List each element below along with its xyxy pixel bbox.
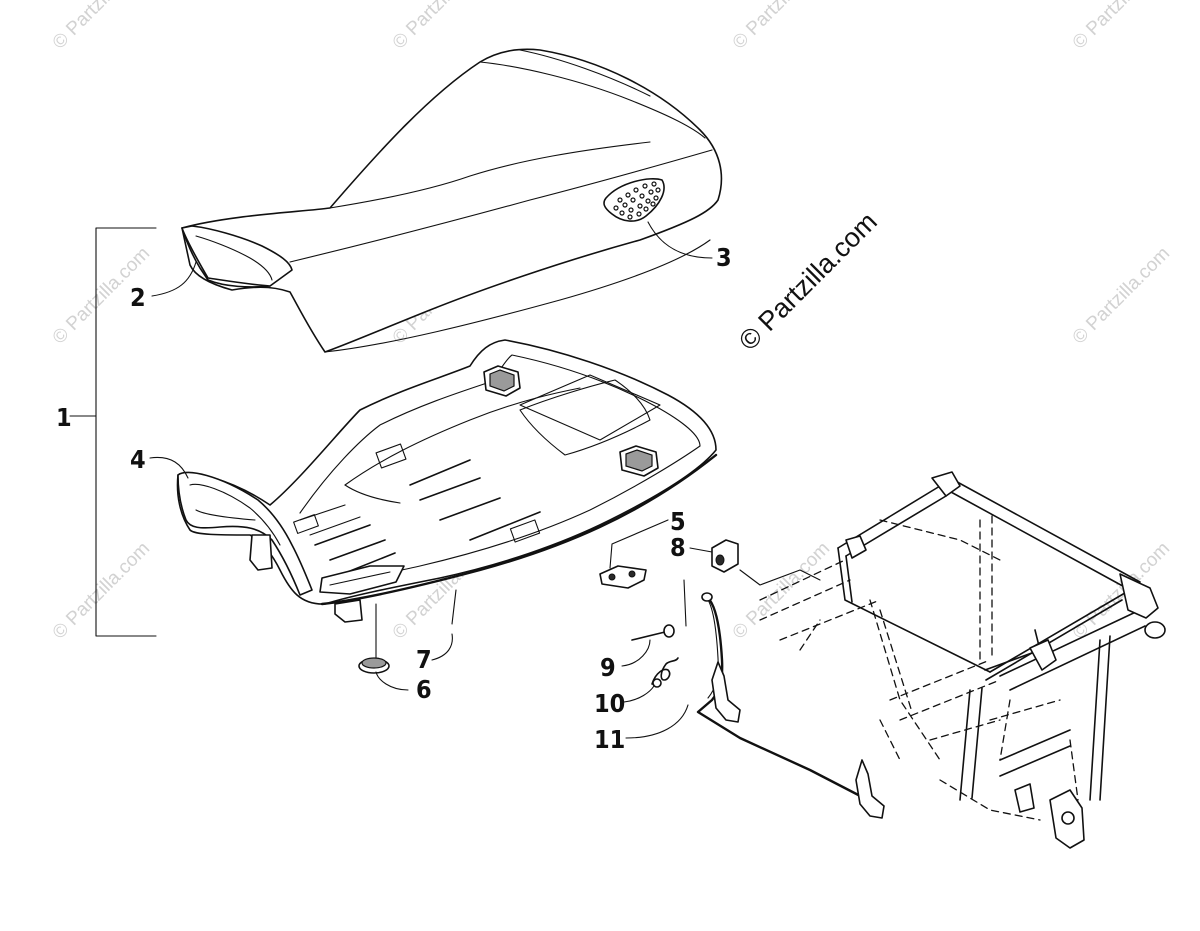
faint-watermark: © Partzilla.com	[1069, 243, 1174, 348]
latch-rod	[696, 592, 885, 819]
faint-watermark: © Partzilla.com	[729, 0, 834, 54]
grommet	[358, 657, 390, 674]
washer	[599, 565, 647, 589]
spring	[651, 657, 679, 688]
latch-receiver	[483, 365, 521, 397]
faint-watermark: © Partzilla.com	[729, 538, 834, 643]
callout-3: 3	[716, 243, 732, 272]
callout-11: 11	[594, 725, 625, 754]
leader-lines	[69, 221, 821, 739]
partzilla-watermark: © Partzilla.com	[733, 206, 883, 356]
callout-2: 2	[130, 283, 146, 312]
latch-pin	[631, 624, 675, 641]
seat-base	[176, 339, 718, 623]
faint-watermark: © Partzilla.com	[1069, 0, 1174, 54]
callout-10: 10	[594, 689, 625, 718]
seat-cover	[181, 48, 723, 353]
faint-watermark: © Partzilla.com	[49, 0, 154, 54]
callout-5: 5	[670, 507, 686, 536]
faint-watermark: © Partzilla.com	[49, 538, 154, 643]
callout-8: 8	[670, 533, 686, 562]
callout-1: 1	[56, 403, 72, 432]
latch-bracket	[711, 539, 739, 573]
vehicle-frame	[759, 471, 1166, 849]
latch-receiver	[619, 445, 659, 477]
callout-6: 6	[416, 675, 432, 704]
faint-watermark: © Partzilla.com	[389, 0, 494, 54]
seat-logo-badge	[603, 178, 665, 222]
callout-7: 7	[416, 645, 432, 674]
callout-4: 4	[130, 445, 146, 474]
callouts: 1 2 3 4 5 6 7 8 9 10 11	[56, 243, 732, 754]
callout-9: 9	[600, 653, 616, 682]
